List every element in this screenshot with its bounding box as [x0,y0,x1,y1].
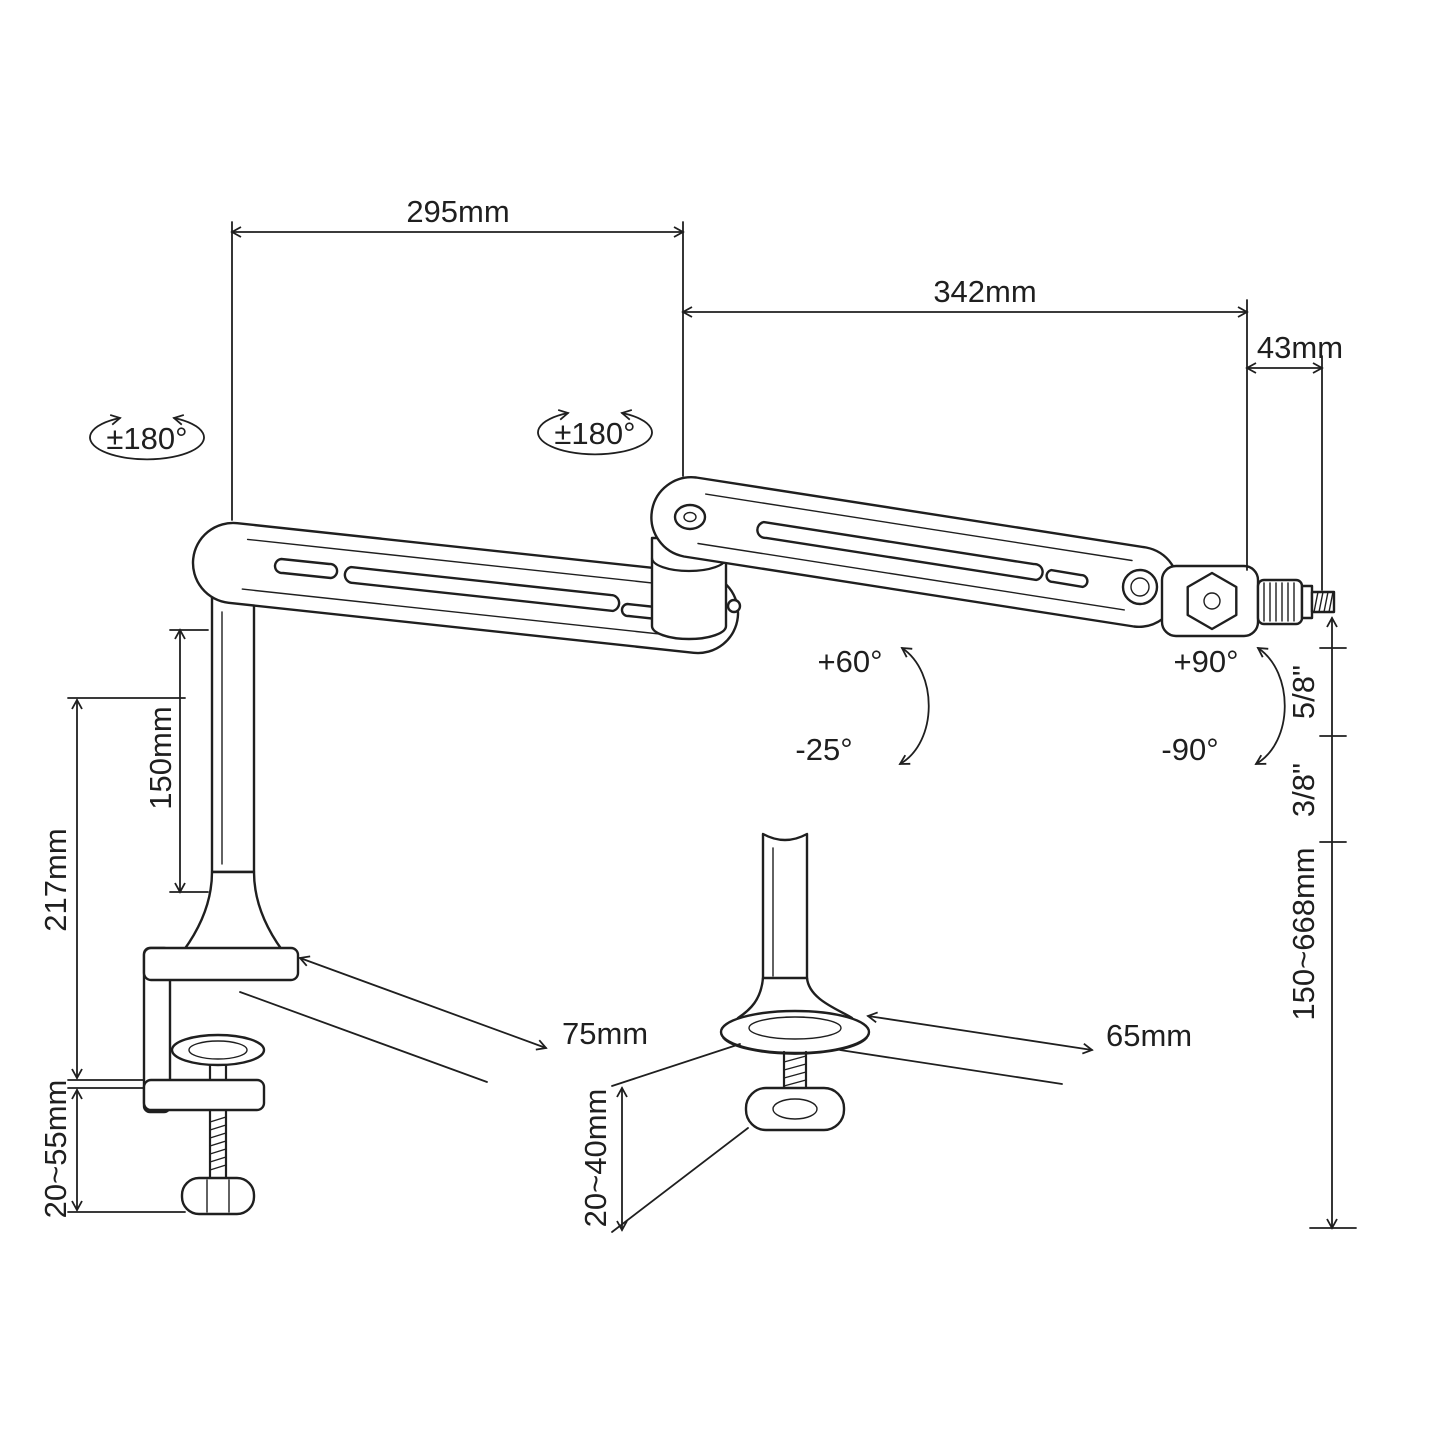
arm-slot-short [1045,568,1089,589]
rotation-elbow-label: ±180° [554,416,635,451]
desk-edge-line [239,991,488,1083]
upper-arm [650,476,1180,628]
knurl-lines [1263,582,1295,622]
dimension-annotations: 295mm 342mm 43mm ±180° ±180° +60° -25° +… [38,194,1357,1233]
arm-slot-long [343,565,621,613]
dim-43-label: 43mm [1257,330,1343,365]
arm-slot-long [756,520,1044,582]
rotation-base-label: ±180° [106,421,187,456]
lower-arm [191,521,740,655]
tilt-down-label: -25° [795,732,852,767]
elbow-screw [726,598,742,614]
arm-slot-short [273,557,339,580]
tilt-up-label: +60° [818,644,883,679]
thread-hatch [1313,591,1334,613]
grommet-bracket [744,1086,846,1132]
elbow-pivot-hole [673,503,707,531]
grommet-pole [761,832,809,984]
clamp-knob [180,1176,256,1216]
mount-hole-outer [1121,568,1159,606]
tilt-arc-head [1254,646,1286,765]
adapter-flange [1300,584,1314,620]
clamp-opening-label: 20~55mm [38,1080,73,1219]
desk-75-label: 75mm [562,1016,648,1051]
screw-thread-hatch [209,1116,227,1171]
desk-edge-line [839,1049,1063,1085]
thread-inner-label: 3/8" [1286,763,1321,817]
mount-hole-inner [1130,577,1150,597]
grommet-mount-assembly [719,832,871,1132]
extension-line [611,1043,741,1087]
height-range-label: 150~668mm [1286,847,1321,1020]
head-down-label: -90° [1161,732,1218,767]
dim-line-75 [298,955,548,1051]
clamp-bottom-jaw [142,1078,266,1112]
column-217-label: 217mm [38,828,73,931]
hex-bolt [1186,571,1238,631]
tilt-arc-arm [898,646,930,765]
clamp-top-plate [142,946,300,982]
clamp-pole [182,596,284,952]
extension-line [611,1127,749,1233]
clamp-pad [170,1033,266,1067]
desk-65-label: 65mm [1106,1018,1192,1053]
grommet-opening-label: 20~40mm [578,1089,613,1228]
dim-line-65 [866,1011,1094,1055]
rotation-arrow-base [89,414,205,461]
dim-295-label: 295mm [406,194,509,229]
head-up-label: +90° [1174,644,1239,679]
desk-clamp [142,946,300,1216]
thread-outer-label: 5/8" [1286,665,1321,719]
dim-342-label: 342mm [933,274,1036,309]
end-joint-thread-adapter [1160,564,1336,638]
rotation-arrow-elbow [537,409,653,456]
pole-150-label: 150mm [143,706,178,809]
